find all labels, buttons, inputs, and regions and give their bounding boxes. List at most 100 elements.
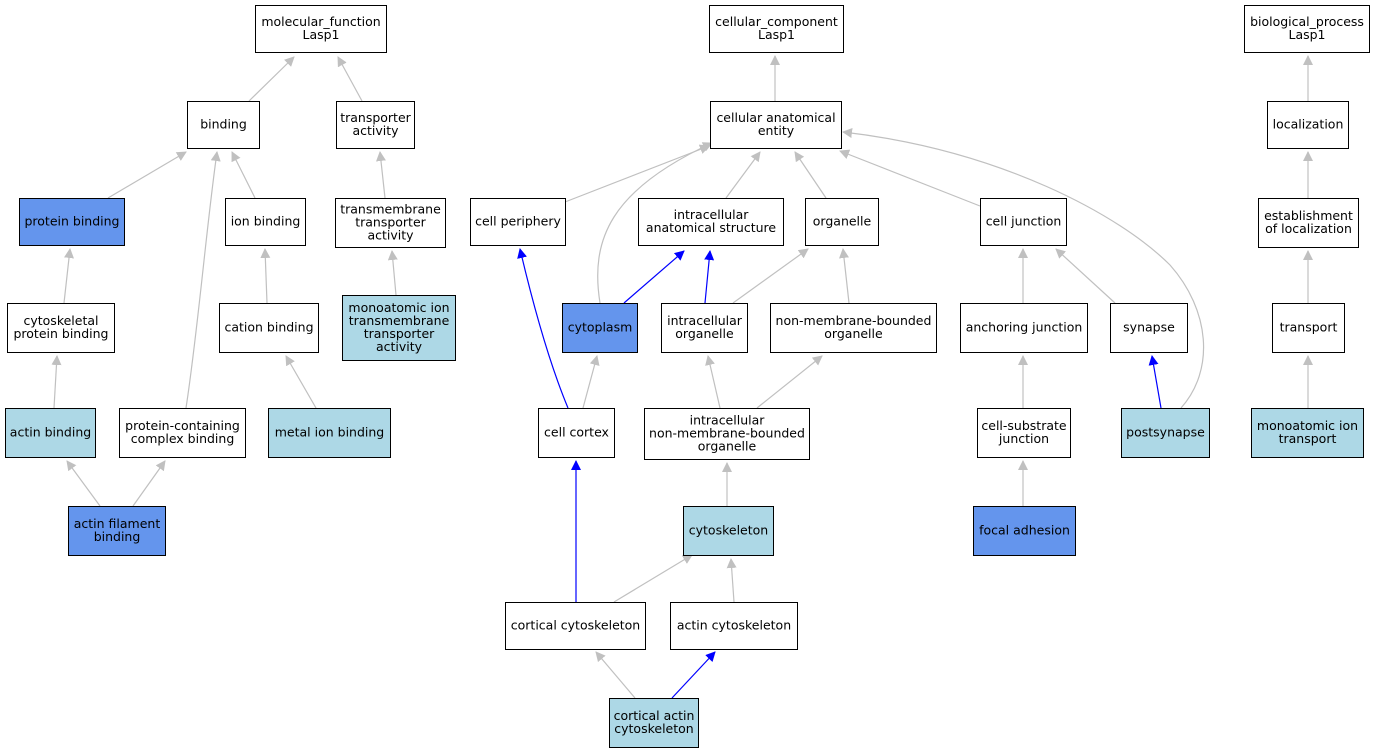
node-label-line: transporter	[364, 326, 435, 341]
node-box	[1258, 198, 1359, 248]
node-box	[268, 408, 391, 458]
edge-intra-nmb-organelle-to-intracellular-organelle	[705, 355, 721, 409]
edge-cell-cortex-to-cell-periphery	[517, 248, 569, 409]
node-label-line: activity	[367, 228, 414, 243]
node-actin-cytoskeleton: actin cytoskeleton	[670, 602, 798, 650]
edge-metal-ion-binding-to-cation-binding	[285, 355, 317, 409]
edge-postsynapse-to-cae	[842, 128, 1205, 409]
node-box	[505, 602, 646, 650]
node-box	[7, 303, 115, 353]
edge-actin-filament-binding-to-pc-complex-binding	[132, 460, 166, 507]
node-label-line: intracellular	[674, 207, 750, 222]
node-box	[609, 698, 699, 748]
node-label-line: binding	[200, 117, 247, 132]
edge-organelle-to-cae	[794, 151, 827, 199]
edge-intra-nmb-organelle-to-nmb-organelle	[756, 355, 823, 409]
node-box	[805, 198, 879, 246]
node-label-line: molecular_function	[261, 14, 380, 29]
edge-cell-junction-to-cae	[839, 149, 981, 207]
node-label-line: biological_process	[1250, 14, 1364, 29]
node-box	[470, 198, 566, 246]
node-intra-nmb-organelle: intracellularnon-membrane-boundedorganel…	[644, 408, 810, 460]
node-label-line: entity	[758, 123, 795, 138]
node-box	[709, 5, 844, 53]
node-localization: localization	[1267, 101, 1349, 149]
node-label-line: anchoring junction	[966, 320, 1083, 335]
node-box	[187, 101, 260, 149]
node-box	[1110, 303, 1188, 353]
node-box	[1251, 408, 1364, 458]
edge-synapse-to-cell-junction	[1055, 248, 1116, 304]
edge-binding-to-mf-root	[248, 56, 295, 102]
edge-cytoplasm-to-cae	[597, 142, 713, 304]
edge-cytoplasm-to-intracellular-as	[623, 250, 685, 304]
node-box	[68, 506, 166, 556]
edge-protein-binding-to-binding	[107, 151, 187, 199]
node-synapse: synapse	[1110, 303, 1188, 353]
node-box	[960, 303, 1088, 353]
node-label-line: protein binding	[13, 326, 108, 341]
edge-intracellular-organelle-to-intracellular-as	[704, 250, 715, 304]
node-label-line: transport	[1280, 320, 1338, 335]
edge-cortical-actin-cytoskeleton-to-cortical-cytoskeleton	[595, 651, 636, 699]
node-box	[219, 303, 319, 353]
node-label-line: intracellular	[690, 413, 766, 428]
edge-transporter-activity-to-mf-root	[337, 56, 363, 102]
node-label-line: ion binding	[231, 214, 301, 229]
node-box	[683, 506, 774, 556]
edge-postsynapse-to-synapse	[1148, 355, 1162, 409]
node-cytoskeleton: cytoskeleton	[683, 506, 774, 556]
node-label-line: complex binding	[131, 431, 235, 446]
edge-cell-cortex-to-cytoplasm	[582, 355, 600, 409]
node-box	[670, 602, 798, 650]
node-label-line: cytoskeleton	[689, 523, 768, 538]
node-focal-adhesion: focal adhesion	[973, 506, 1076, 556]
node-box	[538, 408, 615, 458]
node-box	[1121, 408, 1210, 458]
node-label-line: transmembrane	[340, 202, 441, 217]
node-box	[335, 198, 446, 248]
node-label-line: focal adhesion	[979, 523, 1070, 538]
node-actin-binding: actin binding	[5, 408, 96, 458]
node-organelle: organelle	[805, 198, 879, 246]
edges-layer	[51, 55, 1313, 699]
node-label-line: non-membrane-bounded	[776, 313, 932, 328]
edge-cation-binding-to-ion-binding	[260, 248, 271, 304]
node-label-line: Lasp1	[758, 27, 795, 42]
node-cell-cortex: cell cortex	[538, 408, 615, 458]
node-box	[770, 303, 937, 353]
node-cell-junction: cell junction	[980, 198, 1067, 246]
node-transport: transport	[1272, 303, 1345, 353]
node-label-line: postsynapse	[1126, 425, 1205, 440]
node-binding: binding	[187, 101, 260, 149]
edge-cortical-cytoskeleton-to-cytoskeleton	[613, 554, 693, 603]
node-label-line: non-membrane-bounded	[649, 426, 805, 441]
node-box	[638, 198, 784, 246]
node-cation-binding: cation binding	[219, 303, 319, 353]
node-box	[119, 408, 246, 458]
node-label-line: activity	[376, 339, 423, 354]
node-label-line: Lasp1	[302, 27, 339, 42]
node-label-line: monoatomic ion	[348, 300, 449, 315]
node-label-line: of localization	[1265, 221, 1352, 236]
node-label-line: cell periphery	[475, 214, 561, 229]
node-label-line: cation binding	[224, 320, 313, 335]
node-label-line: cytoskeletal	[23, 313, 98, 328]
node-label-line: organelle	[675, 326, 734, 341]
node-label-line: transporter	[340, 110, 411, 125]
node-label-line: actin filament	[74, 516, 161, 531]
node-label-line: anatomical structure	[646, 220, 776, 235]
edge-ion-binding-to-binding	[231, 151, 256, 199]
node-label-line: transporter	[355, 215, 426, 230]
node-label-line: cellular anatomical	[716, 110, 835, 125]
